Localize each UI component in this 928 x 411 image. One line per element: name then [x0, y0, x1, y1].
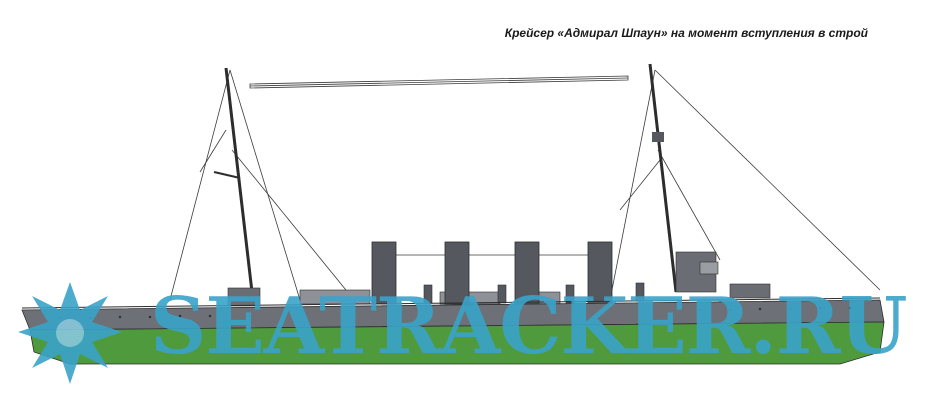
- foremast: [213, 67, 254, 293]
- funnels: [371, 241, 613, 305]
- ventilators: [423, 282, 645, 304]
- watermark-text: SEATRACKER.RU: [150, 281, 908, 372]
- hull-lower: [29, 321, 885, 365]
- image-caption: Крейсер «Адмирал Шпаун» на момент вступл…: [504, 26, 868, 40]
- rigging: [169, 69, 881, 301]
- watermark-starburst-logo: [18, 282, 122, 384]
- mainmast: [648, 63, 678, 293]
- wireless-aerial: [249, 75, 629, 89]
